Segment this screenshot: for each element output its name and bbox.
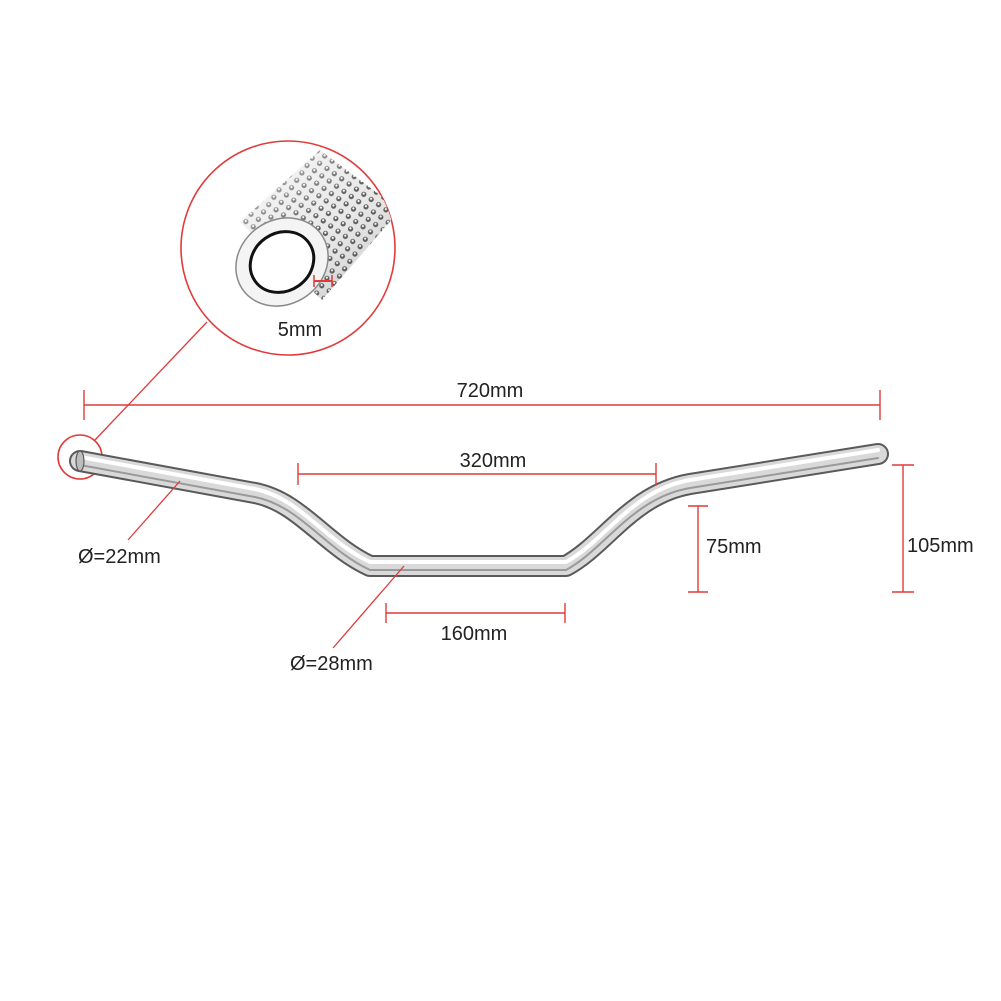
wall-thickness-label: 5mm — [278, 319, 322, 341]
end-diameter-callout: Ø=22mm — [78, 480, 181, 568]
rise-label: 75mm — [706, 536, 762, 558]
total-height-dimension: 105mm — [892, 464, 974, 593]
center-diameter-label: Ø=28mm — [290, 653, 373, 675]
zoom-detail: 5mm — [180, 140, 396, 356]
total-height-label: 105mm — [907, 535, 974, 557]
center-span-label: 320mm — [460, 450, 527, 472]
knurled-tube-end-icon — [235, 150, 395, 307]
bar-end-left — [75, 450, 85, 472]
overall-width-dimension: 720mm — [83, 380, 881, 420]
center-diameter-callout: Ø=28mm — [290, 565, 405, 675]
rise-dimension: 75mm — [688, 505, 762, 593]
handlebar — [69, 443, 889, 577]
clamp-width-dimension: 160mm — [385, 603, 566, 645]
center-span-dimension: 320mm — [297, 450, 657, 485]
zoom-leader-line — [94, 321, 208, 441]
clamp-width-label: 160mm — [441, 623, 508, 645]
end-diameter-label: Ø=22mm — [78, 546, 161, 568]
overall-width-label: 720mm — [457, 380, 524, 402]
